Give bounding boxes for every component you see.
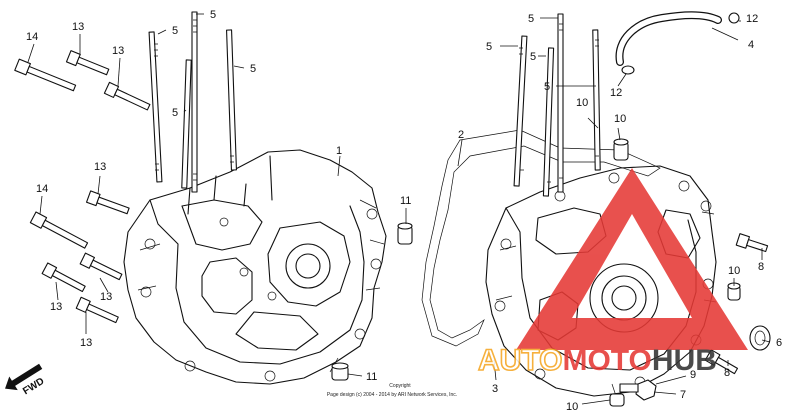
- callout-6: 6: [776, 337, 782, 349]
- copyright-title: Copyright: [389, 383, 411, 389]
- watermark-text: AUTOMOTOHUB: [478, 344, 717, 377]
- callout-5: 5: [250, 63, 256, 75]
- callout-10: 10: [576, 97, 588, 109]
- callout-7: 7: [680, 389, 686, 401]
- callout-8: 8: [758, 261, 764, 273]
- breather-tube[interactable]: [615, 11, 722, 66]
- watermark-text-moto: MOTO: [562, 344, 651, 377]
- callout-12: 12: [610, 87, 622, 99]
- callout-13: 13: [72, 21, 84, 33]
- watermark-logo: AUTOMOTOHUB: [477, 168, 748, 378]
- callout-10: 10: [728, 265, 740, 277]
- watermark-text-auto: AUTO: [478, 344, 562, 377]
- callout-4: 4: [748, 39, 754, 51]
- callout-3: 3: [492, 383, 498, 395]
- leader-lines: [27, 13, 771, 405]
- callout-5: 5: [172, 107, 178, 119]
- watermark-text-hub: HUB: [652, 344, 717, 377]
- callout-5: 5: [172, 25, 178, 37]
- callout-13: 13: [94, 161, 106, 173]
- callout-9: 9: [690, 369, 696, 381]
- callout-5: 5: [530, 51, 536, 63]
- callout-14: 14: [26, 31, 38, 43]
- stud-bolts[interactable]: [148, 11, 601, 197]
- callout-14: 14: [36, 183, 48, 195]
- callout-13: 13: [112, 45, 124, 57]
- callout-labels: 1 2 3 4 5 5 5 5 5 5 5 5 6 7 8 8 9 10 10 …: [26, 9, 782, 413]
- callout-13: 13: [100, 291, 112, 303]
- callout-11: 11: [366, 371, 377, 383]
- callout-5: 5: [528, 13, 534, 25]
- oil-seal[interactable]: [749, 325, 771, 351]
- flange-bolts-left[interactable]: [14, 50, 151, 326]
- fwd-arrow: FWD: [5, 363, 46, 397]
- watermark-triangle: [516, 168, 748, 350]
- callout-2: 2: [458, 129, 464, 141]
- drain-plug[interactable]: [619, 379, 657, 401]
- arrow-icon: [5, 363, 43, 391]
- callout-10: 10: [566, 401, 578, 413]
- callout-10: 10: [614, 113, 626, 125]
- tube-clips[interactable]: [621, 12, 740, 75]
- callout-13: 13: [50, 301, 62, 313]
- callout-11: 11: [400, 195, 411, 207]
- bolts-right[interactable]: [704, 233, 769, 377]
- callout-12: 12: [746, 13, 758, 25]
- callout-8: 8: [724, 367, 730, 379]
- callout-1: 1: [336, 145, 342, 157]
- callout-13: 13: [80, 337, 92, 349]
- crankcase-gasket[interactable]: [421, 129, 661, 347]
- callout-5: 5: [486, 41, 492, 53]
- copyright-line: Page design (c) 2004 - 2014 by ARI Netwo…: [327, 392, 457, 398]
- left-crankcase[interactable]: [123, 149, 387, 385]
- callout-5: 5: [544, 81, 550, 93]
- callout-5: 5: [210, 9, 216, 21]
